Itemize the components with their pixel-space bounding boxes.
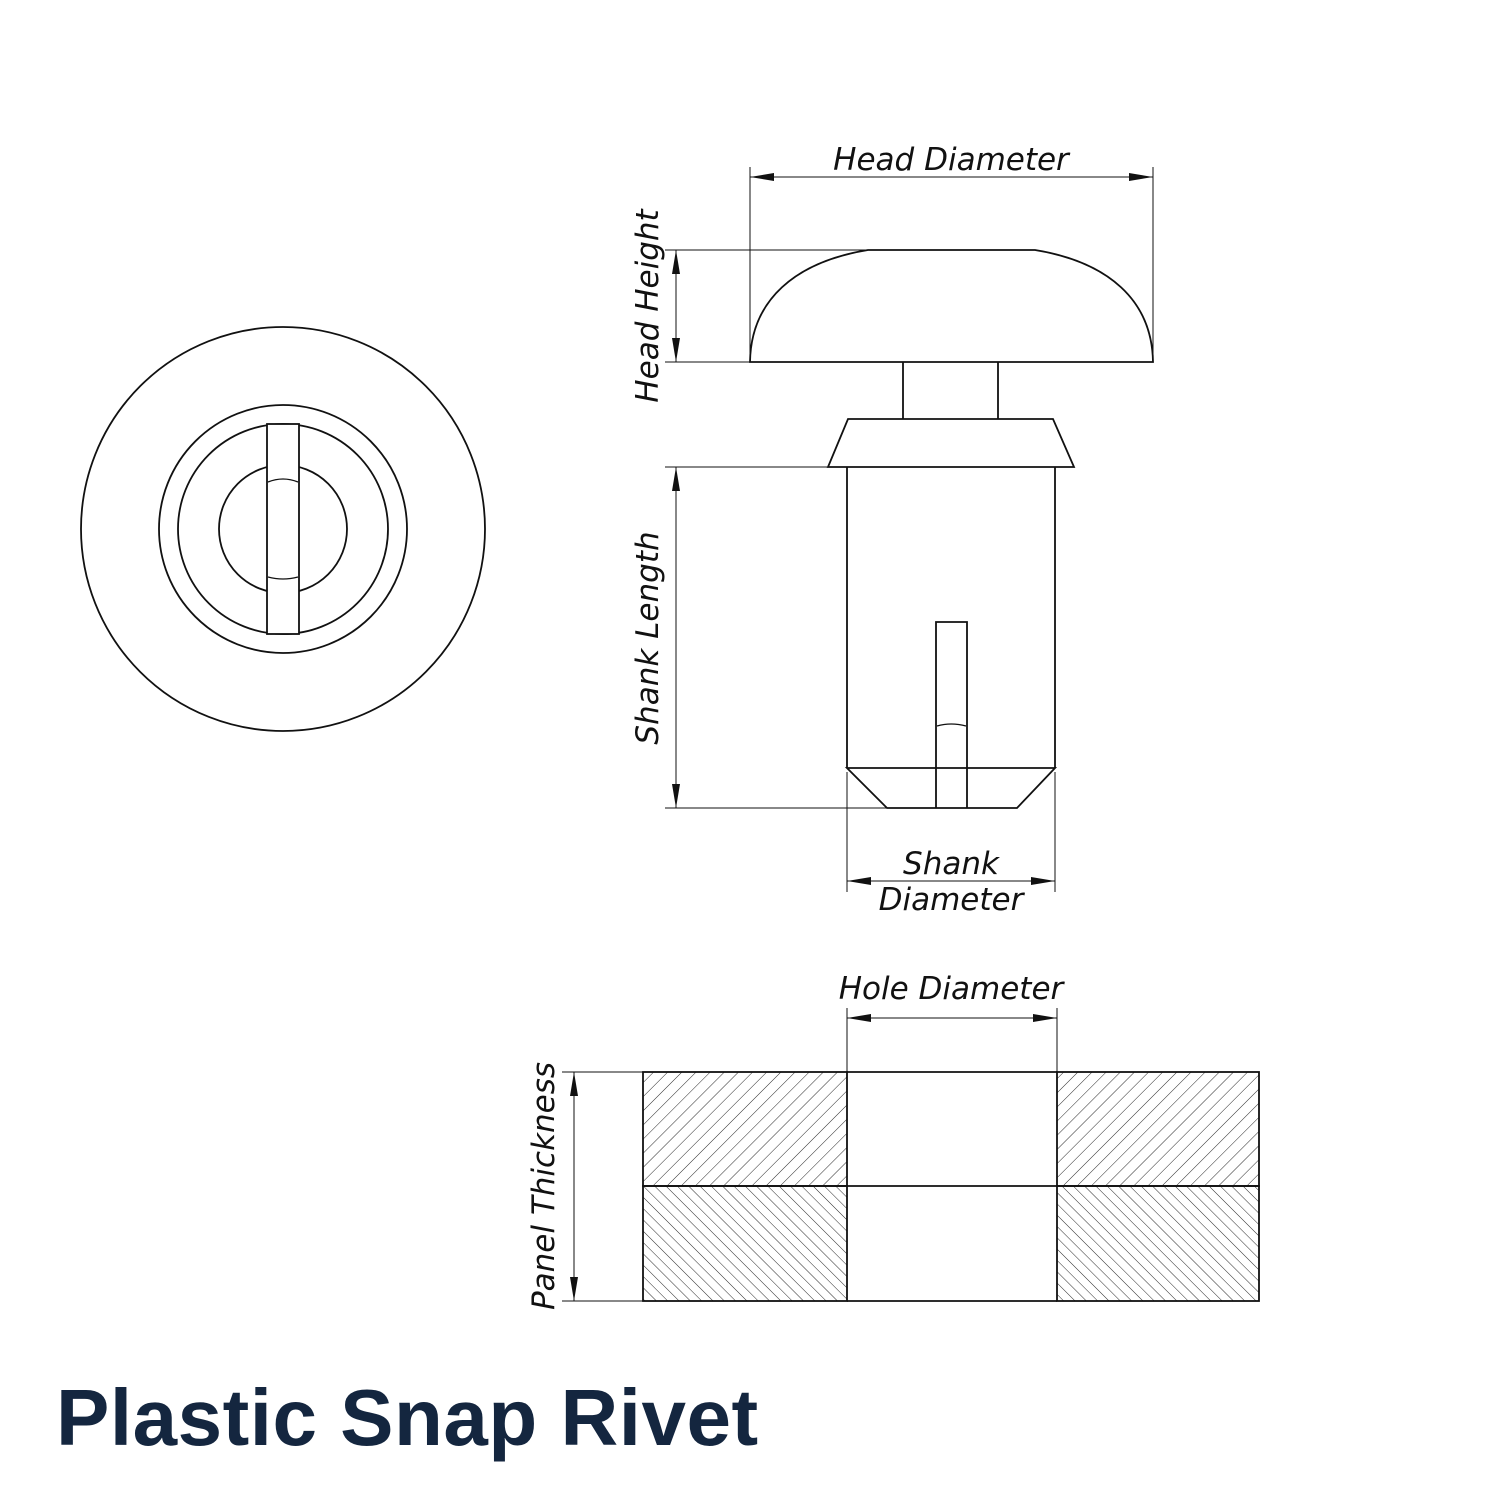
shank-diameter-label-line2: Diameter: [879, 882, 1026, 918]
rivet-neck: [902, 362, 999, 419]
panel-left-top: [642, 1071, 848, 1187]
shank-length-label: Shank Length: [630, 531, 666, 744]
top-view: [80, 326, 486, 732]
panel-left-bottom: [642, 1185, 848, 1302]
head-height-label: Head Height: [630, 207, 666, 402]
rivet-head: [749, 249, 1154, 363]
head-height-dimension: [665, 249, 870, 363]
panel-right-bottom: [1056, 1185, 1260, 1302]
shank-length-dimension: [665, 466, 887, 809]
side-view: [749, 249, 1154, 809]
panel-section: [642, 1071, 1260, 1302]
hole-diameter-dimension: [846, 1008, 1058, 1072]
shank-diameter-label-line1: Shank: [903, 846, 1000, 882]
head-diameter-label: Head Diameter: [833, 142, 1071, 178]
panel-hole-edges: [847, 1071, 1057, 1302]
panel-thickness-label: Panel Thickness: [526, 1062, 562, 1310]
panel-right-top: [1056, 1071, 1260, 1187]
hole-diameter-label: Hole Diameter: [839, 971, 1066, 1007]
shank-diameter-dimension: [846, 772, 1056, 892]
rivet-shank: [846, 467, 1056, 768]
top-view-slot-curve-top: [267, 478, 299, 483]
head-diameter-dimension: [749, 167, 1154, 358]
top-view-slot-curve-bottom: [267, 576, 299, 580]
top-view-collar-outer: [158, 404, 408, 654]
rivet-slot-curve: [936, 723, 967, 727]
page-title: Plastic Snap Rivet: [56, 1373, 759, 1462]
top-view-slot: [266, 423, 300, 635]
top-view-head-outline: [80, 326, 486, 732]
panel-thickness-dimension: [562, 1071, 643, 1302]
rivet-slot: [935, 621, 968, 808]
rivet-tip: [844, 767, 1058, 809]
rivet-collar: [826, 418, 1076, 468]
